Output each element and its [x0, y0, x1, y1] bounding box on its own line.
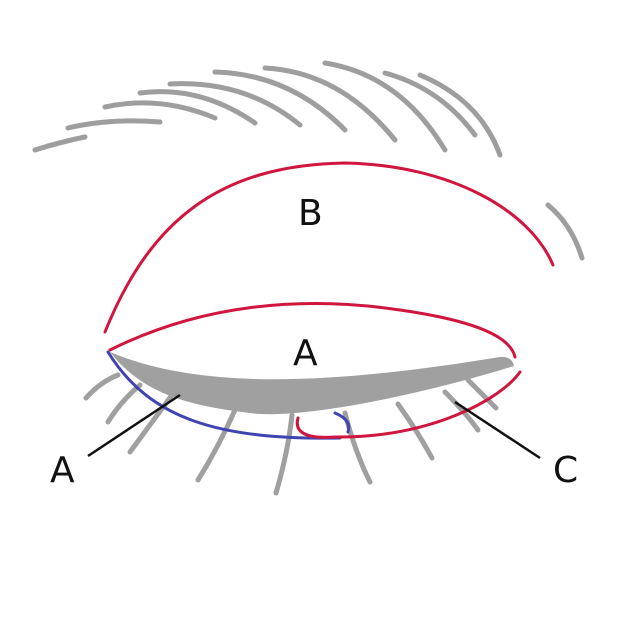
inner-blue-loop — [333, 411, 351, 434]
eyebrow-hair — [137, 89, 258, 126]
eyebrow-hair — [167, 81, 303, 128]
lower-lash — [273, 412, 295, 496]
brow-bone-accent — [545, 202, 585, 261]
lower-lash — [442, 389, 481, 433]
lower-lash — [83, 372, 121, 401]
label-a-lower: A — [50, 450, 75, 491]
zone-b-outline — [103, 161, 555, 334]
eyebrow-hair — [212, 69, 348, 133]
eyebrow-hair — [322, 60, 448, 153]
eyebrow — [32, 60, 503, 158]
upper-lash-line — [110, 352, 514, 415]
eyebrow-hair — [32, 134, 88, 153]
label-a-crease: A — [293, 333, 318, 374]
eyebrow-hair — [102, 100, 218, 121]
lower-lash — [127, 392, 175, 455]
label-b: B — [298, 193, 323, 234]
leader-line-c — [454, 400, 541, 460]
eyebrow-hair — [417, 72, 503, 158]
label-c: C — [553, 450, 578, 491]
leader-line-a — [87, 393, 181, 458]
zone-c-outline — [295, 370, 522, 439]
zone-a-lower-outline — [106, 350, 342, 440]
eyebrow-hair — [65, 118, 163, 131]
lower-lash — [465, 377, 499, 411]
lower-lash — [105, 382, 143, 425]
zone-a-crease-outline — [108, 302, 517, 359]
eyebrow-hair — [262, 65, 398, 143]
lower-lash — [195, 407, 238, 483]
lower-lash — [395, 401, 435, 461]
eyebrow-hair — [382, 70, 478, 138]
